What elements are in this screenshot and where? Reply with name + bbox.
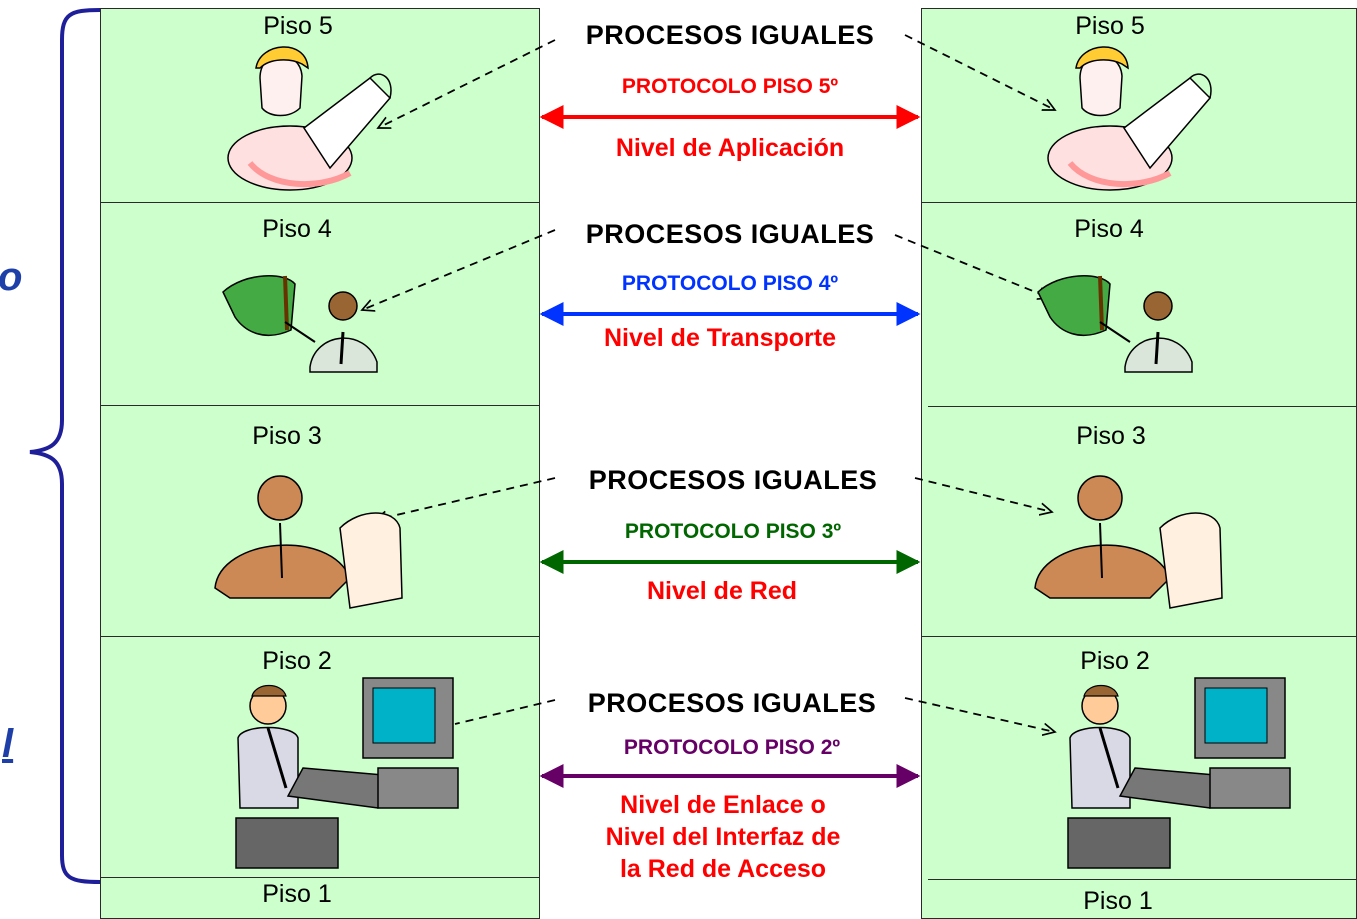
procesos-iguales-3: PROCESOS IGUALES xyxy=(588,465,878,495)
presenter-figure-right xyxy=(1037,275,1193,373)
procesos-iguales-2: PROCESOS IGUALES xyxy=(587,688,877,718)
floor-divider-3-2 xyxy=(922,636,1356,637)
floor-divider-5-4 xyxy=(922,202,1356,203)
procesos-iguales-5: PROCESOS IGUALES xyxy=(585,20,875,50)
left-floor-4-label: Piso 4 xyxy=(262,215,332,243)
floor-divider-3-2 xyxy=(101,636,539,637)
computer-user-figure-left xyxy=(235,677,459,869)
dashed-link-2-left xyxy=(454,699,556,725)
right-floor-3-label: Piso 3 xyxy=(1076,422,1146,450)
right-floor-4-label: Piso 4 xyxy=(1074,215,1144,243)
dashed-link-2-right xyxy=(904,697,1055,732)
nivel-transporte: Nivel de Transporte xyxy=(603,324,837,352)
left-floor-1-label: Piso 1 xyxy=(262,880,332,908)
floor-divider-2-1 xyxy=(101,877,539,878)
computer-user-figure-right xyxy=(1067,677,1291,869)
dashed-link-4-right xyxy=(894,234,1050,298)
nivel-enlace-line-1: Nivel de Enlace o xyxy=(620,791,826,819)
side-text-fragment-bottom: l xyxy=(2,722,14,766)
protocolo-piso-4: PROTOCOLO PISO 4º xyxy=(621,272,839,295)
left-floor-2-label: Piso 2 xyxy=(262,647,332,675)
left-curly-brace xyxy=(29,8,101,884)
nivel-red: Nivel de Red xyxy=(646,577,798,605)
dashed-link-3-right xyxy=(914,477,1052,512)
floor-divider-2-1 xyxy=(928,879,1356,880)
right-floor-1-label: Piso 1 xyxy=(1083,887,1153,915)
left-floor-3-label: Piso 3 xyxy=(252,422,322,450)
floor-divider-4-3 xyxy=(928,406,1356,407)
side-text-fragment-top: o xyxy=(0,255,23,299)
protocolo-piso-2: PROTOCOLO PISO 2º xyxy=(623,736,841,759)
dashed-link-5-left xyxy=(378,39,556,128)
right-floor-5-label: Piso 5 xyxy=(1075,12,1145,40)
protocolo-piso-5: PROTOCOLO PISO 5º xyxy=(621,75,839,98)
floor-divider-4-3 xyxy=(101,405,539,406)
dashed-link-3-left xyxy=(375,477,556,520)
office-worker-figure-left xyxy=(214,475,403,609)
right-floor-2-label: Piso 2 xyxy=(1080,647,1150,675)
office-worker-figure-right xyxy=(1034,475,1223,609)
floor-divider-5-4 xyxy=(101,202,539,203)
nivel-aplicacion: Nivel de Aplicación xyxy=(615,134,845,162)
architect-figure-left xyxy=(227,46,392,191)
nivel-enlace-line-3: la Red de Acceso xyxy=(619,855,827,883)
dashed-link-5-right xyxy=(904,34,1055,110)
architect-figure-right xyxy=(1047,46,1212,191)
procesos-iguales-4: PROCESOS IGUALES xyxy=(585,219,875,249)
presenter-figure-left xyxy=(222,275,378,373)
left-floor-5-label: Piso 5 xyxy=(263,12,333,40)
nivel-enlace-line-2: Nivel del Interfaz de xyxy=(605,823,841,851)
protocolo-piso-3: PROTOCOLO PISO 3º xyxy=(624,520,842,543)
dashed-link-4-left xyxy=(362,229,556,310)
